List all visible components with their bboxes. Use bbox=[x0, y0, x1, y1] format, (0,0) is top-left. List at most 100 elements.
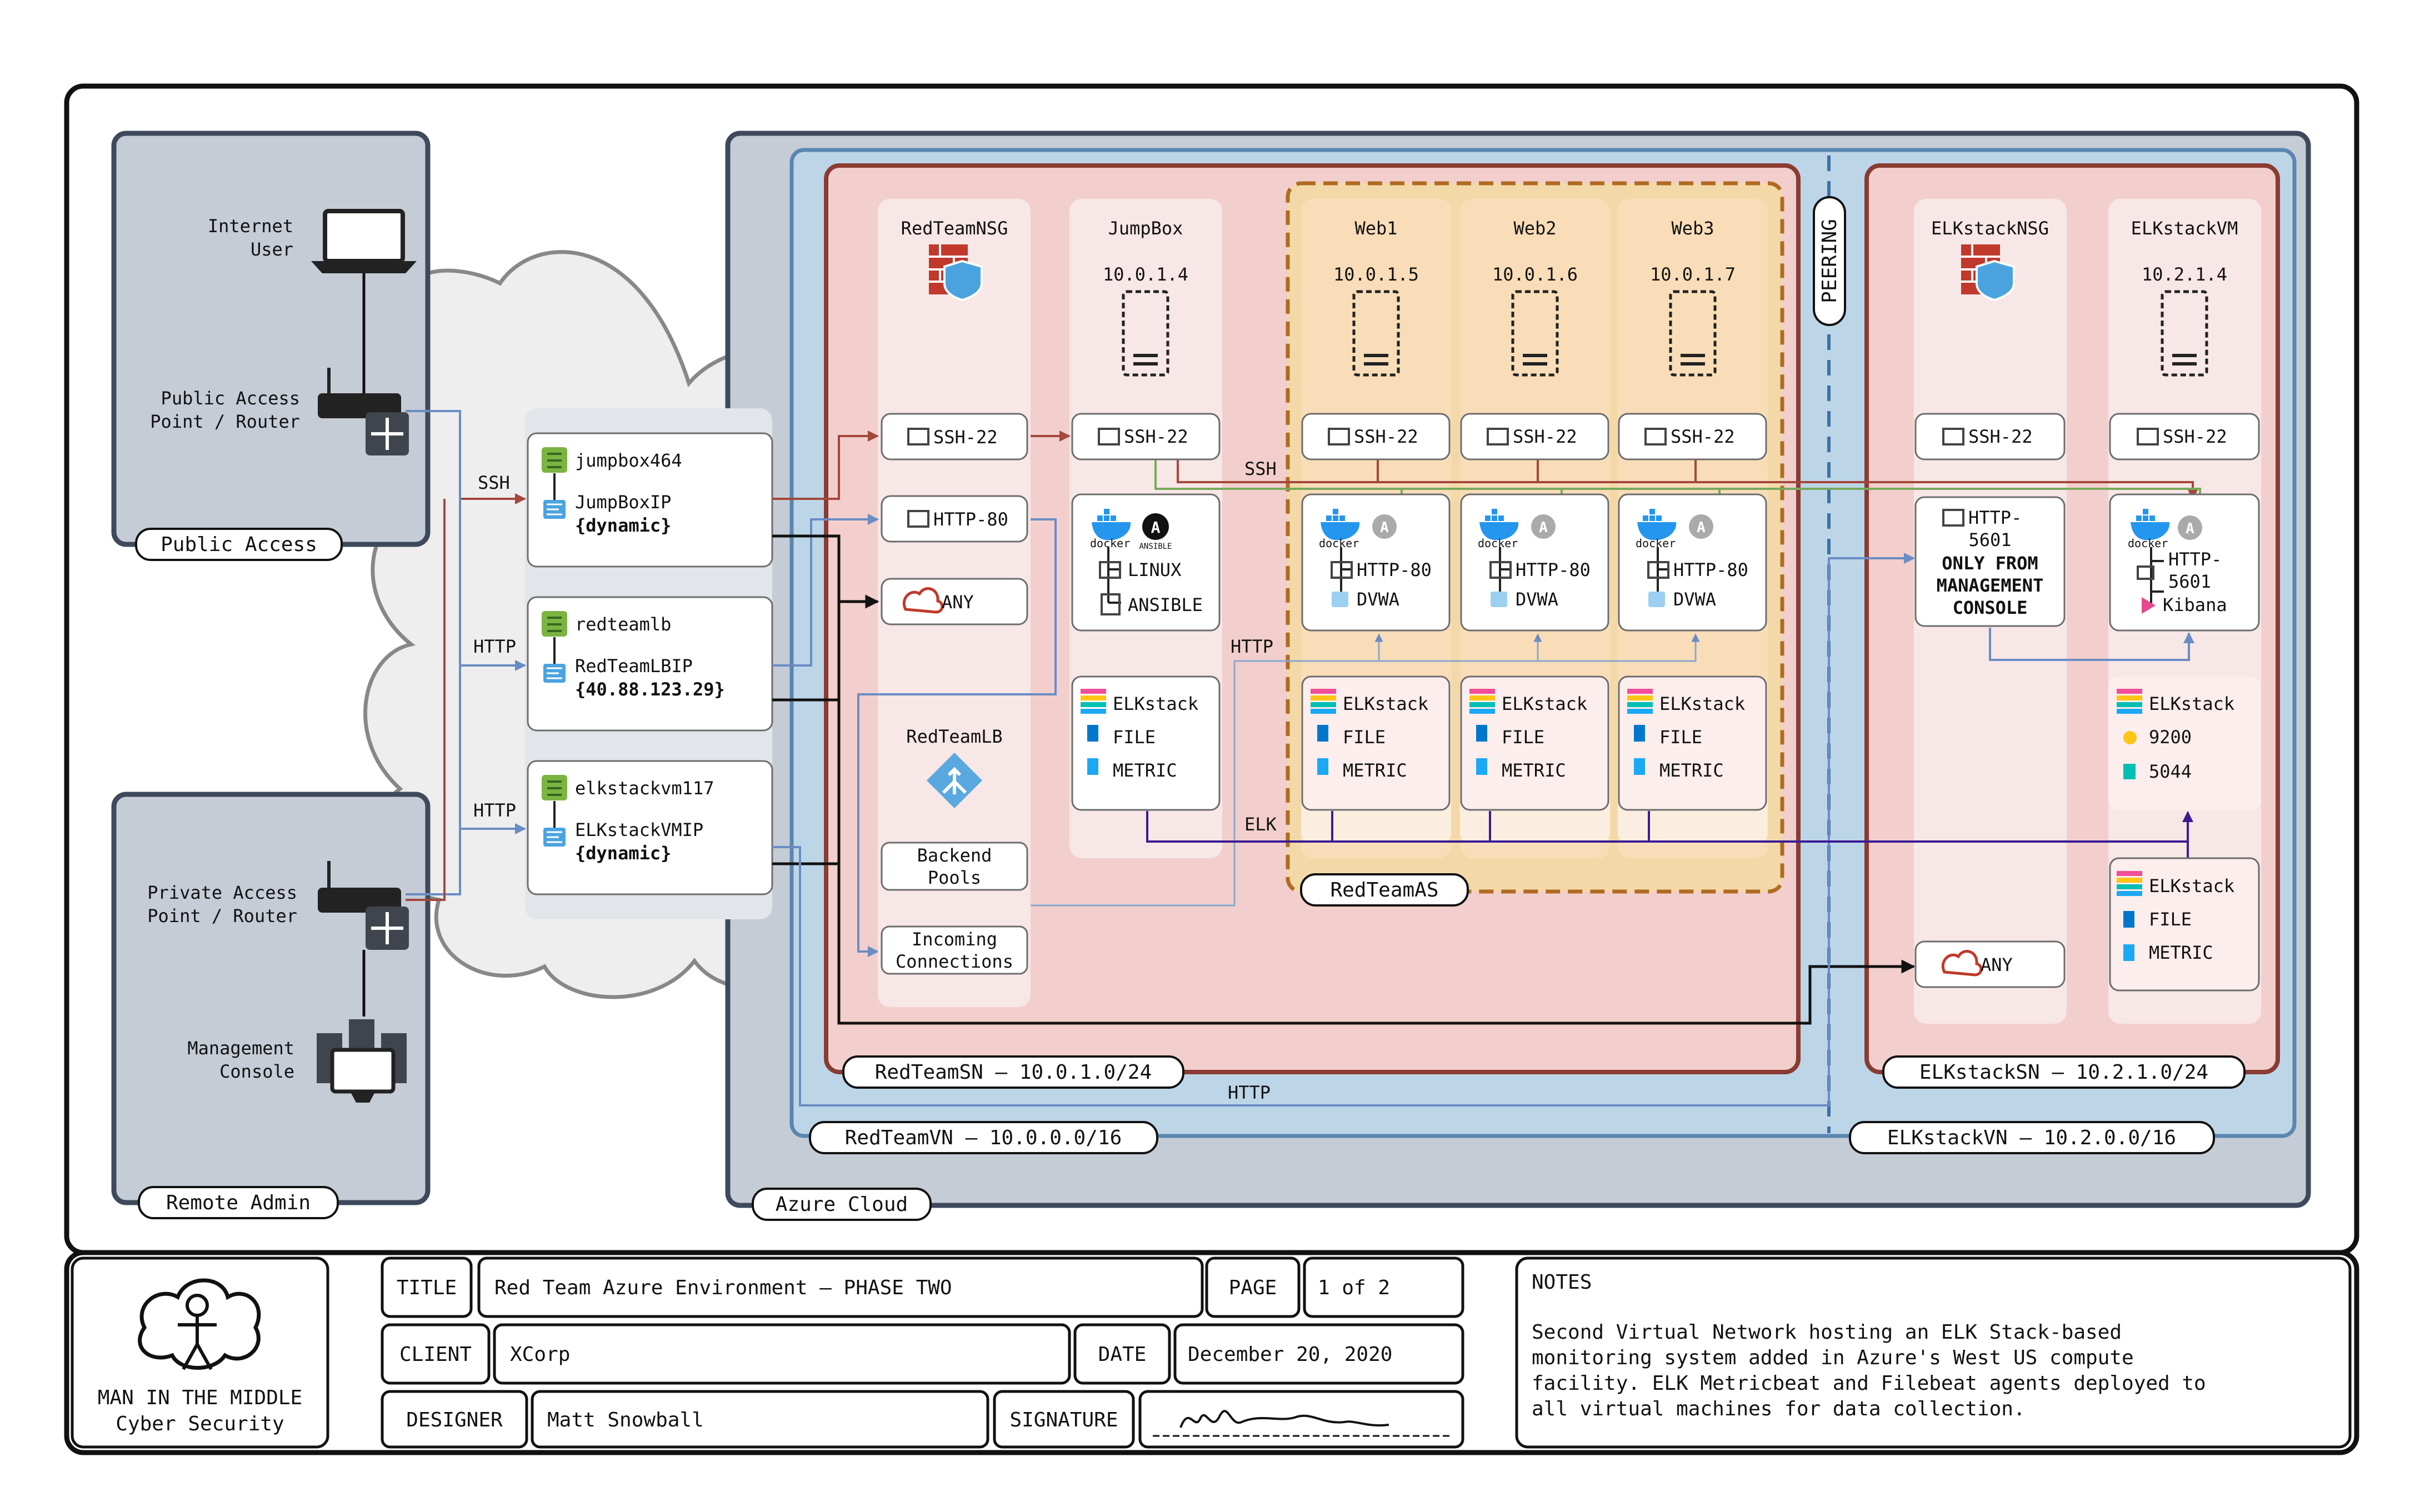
elk-nsg-any-cloud-icon bbox=[1941, 950, 1983, 977]
web-title: Web1 bbox=[1354, 218, 1397, 239]
ip-value: {40.88.123.29} bbox=[575, 679, 725, 700]
web-filebeat-icon bbox=[1476, 725, 1487, 742]
code-icon bbox=[907, 510, 929, 528]
nic-icon bbox=[542, 611, 567, 637]
web-metric-label: METRIC bbox=[1502, 760, 1566, 781]
ssh-mid-wire-label: SSH bbox=[1244, 458, 1277, 479]
web-ansible-icon bbox=[1531, 514, 1556, 539]
redteam-as-label-box bbox=[1300, 873, 1469, 907]
web-vm-1: Web110.0.1.5SSH-22dockerAHTTP-80DVWAELKs… bbox=[1301, 218, 1451, 811]
cloud-icon bbox=[902, 587, 944, 614]
backend-pools-box[interactable] bbox=[881, 842, 1028, 891]
nsg-rule-label: HTTP-80 bbox=[933, 509, 1008, 530]
elk-vm-9200: 9200 bbox=[2149, 727, 2192, 748]
jumpbox-ssh-code-icon bbox=[1098, 428, 1120, 445]
notes-line-1: Second Virtual Network hosting an ELK St… bbox=[1532, 1321, 2122, 1344]
web-elk-label: ELKstack bbox=[1659, 693, 1745, 714]
public-ip-card[interactable] bbox=[527, 596, 773, 732]
jumpbox-docker-label: docker bbox=[1090, 537, 1130, 550]
elk-vm-stack-icon bbox=[2117, 689, 2142, 714]
web-filebeat-icon bbox=[1317, 725, 1328, 742]
jumpbox-ip: 10.0.1.4 bbox=[1103, 264, 1188, 285]
dvwa-icon bbox=[1491, 592, 1507, 607]
page-label: PAGE bbox=[1229, 1276, 1277, 1299]
web-docker-label: docker bbox=[1319, 537, 1359, 550]
public-ip-icon bbox=[543, 828, 566, 847]
web-ssh-rule[interactable] bbox=[1301, 413, 1451, 460]
public-router-label: Public Access bbox=[161, 388, 300, 409]
notes-line-2: monitoring system added in Azure's West … bbox=[1532, 1346, 2134, 1369]
web-beats-card bbox=[1301, 675, 1451, 811]
elk-vm-beats-card bbox=[2109, 857, 2260, 992]
incoming-connections-label: Incoming bbox=[912, 929, 997, 950]
web-metricbeat-icon bbox=[1476, 758, 1487, 775]
document-icon bbox=[1101, 593, 1121, 615]
web-ssh-code-icon bbox=[1328, 428, 1350, 445]
elk-sn-label: ELKstackSN – 10.2.1.0/24 bbox=[1919, 1061, 2208, 1084]
jumpbox-server-icon bbox=[1122, 290, 1169, 377]
elk-firewall-icon bbox=[1961, 244, 2015, 302]
notes-line-4: all virtual machines for data collection… bbox=[1532, 1398, 2026, 1420]
web-ssh-rule[interactable] bbox=[1618, 413, 1767, 460]
ip-value: {dynamic} bbox=[575, 515, 671, 536]
title-label: TITLE bbox=[397, 1276, 457, 1299]
date-label-cell bbox=[1073, 1323, 1171, 1385]
ssh-wire-label: SSH bbox=[478, 472, 510, 493]
elk-vm-beats-icon bbox=[2117, 871, 2142, 896]
signature-cell[interactable] bbox=[1138, 1390, 1464, 1449]
http-bottom-wire-label: HTTP bbox=[1228, 1082, 1271, 1103]
incoming-connections-box[interactable] bbox=[881, 925, 1028, 975]
ip-value: {dynamic} bbox=[575, 843, 671, 864]
page-value: 1 of 2 bbox=[1318, 1276, 1390, 1299]
client-label-cell bbox=[381, 1323, 491, 1385]
elk-vm-ssh-rule[interactable] bbox=[2109, 413, 2260, 460]
elk-vm-ansible-icon: A bbox=[2178, 515, 2202, 540]
web-elk-label: ELKstack bbox=[1343, 693, 1428, 714]
ip-label: JumpBoxIP bbox=[575, 492, 671, 513]
linux-code-icon bbox=[1099, 561, 1121, 579]
jumpbox-file-label: FILE bbox=[1113, 727, 1156, 748]
web-title: Web3 bbox=[1671, 218, 1714, 239]
redteam-vn-label: RedTeamVN – 10.0.0.0/16 bbox=[845, 1127, 1122, 1149]
private-router-icon bbox=[318, 861, 409, 950]
nsg-rule-ssh-22[interactable] bbox=[881, 413, 1028, 460]
web-app-label: DVWA bbox=[1673, 589, 1716, 610]
client-label: CLIENT bbox=[399, 1343, 472, 1366]
elk-nsg-http-label: HTTP- bbox=[1968, 507, 2022, 528]
web-elk-icon bbox=[1627, 689, 1653, 714]
web-file-label: FILE bbox=[1502, 727, 1544, 748]
web-ansible-icon bbox=[1372, 514, 1397, 539]
web-ssh-code-icon bbox=[1644, 428, 1667, 445]
elk-nsg-http-label-2: 5601 bbox=[1968, 529, 2011, 550]
web-ssh-label: SSH-22 bbox=[1513, 426, 1577, 447]
public-access-label: Public Access bbox=[161, 533, 317, 556]
designer-value: Matt Snowball bbox=[547, 1409, 704, 1431]
nsg-rule-http-80[interactable] bbox=[881, 495, 1028, 543]
web-beats-card bbox=[1460, 675, 1609, 811]
signature-label: SIGNATURE bbox=[1009, 1409, 1118, 1431]
public-ip-card[interactable] bbox=[527, 760, 773, 895]
svg-text:A: A bbox=[1380, 519, 1389, 536]
nsg-rule-any[interactable] bbox=[881, 578, 1028, 625]
elk-vm-ssh-code-icon bbox=[2137, 428, 2159, 445]
elk-vn-label-box bbox=[1849, 1121, 2215, 1154]
web-title: Web2 bbox=[1513, 218, 1556, 239]
peering-label-box bbox=[1813, 196, 1846, 326]
jumpbox-ssh-rule[interactable] bbox=[1071, 413, 1221, 460]
ip-resource-name: jumpbox464 bbox=[575, 450, 682, 471]
web-ssh-rule[interactable] bbox=[1460, 413, 1609, 460]
redteam-sn-label: RedTeamSN – 10.0.1.0/24 bbox=[875, 1061, 1152, 1084]
peering-label: PEERING bbox=[1818, 219, 1841, 303]
elk-nsg-any-rule[interactable] bbox=[1914, 940, 2066, 988]
web-beats-card bbox=[1618, 675, 1767, 811]
web-elk-label: ELKstack bbox=[1502, 693, 1587, 714]
web-elk-icon bbox=[1311, 689, 1336, 714]
metricbeat-icon bbox=[1087, 758, 1098, 775]
ansible-icon-label: ANSIBLE bbox=[1139, 542, 1172, 551]
elk-vm-http-label: HTTP- bbox=[2168, 549, 2222, 570]
elk-nsg-http-rule[interactable] bbox=[1914, 496, 2066, 627]
elk-sn-label-box bbox=[1882, 1055, 2246, 1089]
elk-nsg-ssh-rule[interactable] bbox=[1914, 413, 2066, 460]
nsg-rule-label: ANY bbox=[942, 592, 974, 613]
elk-vm-5044: 5044 bbox=[2149, 761, 2192, 782]
